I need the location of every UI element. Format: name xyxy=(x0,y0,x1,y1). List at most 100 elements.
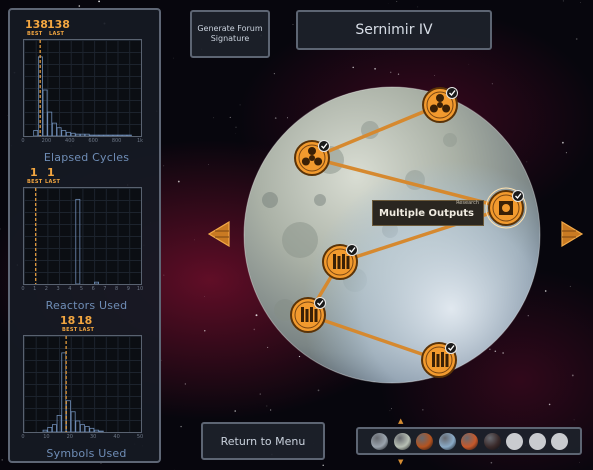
tick-label: 3 xyxy=(56,286,60,292)
checkmark-icon xyxy=(314,297,326,309)
path-line xyxy=(307,313,440,362)
tooltip-kicker: Research xyxy=(456,200,479,206)
histogram-bar xyxy=(122,134,128,136)
star xyxy=(259,393,261,395)
histogram-plot xyxy=(23,335,142,433)
planet-4-button[interactable] xyxy=(438,433,456,450)
previous-planet-arrow-icon[interactable] xyxy=(207,221,231,247)
histogram-bar xyxy=(84,426,90,432)
histogram-bar xyxy=(56,127,62,136)
star xyxy=(491,83,493,85)
histogram-title: Symbols Used xyxy=(46,447,127,460)
histogram-bar xyxy=(75,420,81,432)
star xyxy=(494,350,497,352)
star xyxy=(565,152,567,154)
planet-1-button[interactable] xyxy=(371,433,388,450)
histogram-bar xyxy=(98,430,104,432)
star xyxy=(527,315,529,317)
last-value: 1 xyxy=(47,166,55,179)
star xyxy=(204,296,205,297)
star xyxy=(163,165,165,167)
next-planet-arrow-icon[interactable] xyxy=(560,221,584,247)
histogram-bar xyxy=(75,198,81,284)
star xyxy=(273,73,275,75)
tick-label: 10 xyxy=(136,286,144,292)
generate-forum-signature-button[interactable]: Generate Forum Signature xyxy=(190,10,270,58)
tick-label: 30 xyxy=(90,434,97,440)
histogram-bar xyxy=(66,400,71,432)
star xyxy=(208,164,209,165)
level-node-upper-left[interactable] xyxy=(294,140,330,176)
star xyxy=(317,389,320,392)
best-label: BEST xyxy=(62,327,78,333)
histogram-bar xyxy=(98,134,104,136)
best-value: 18 xyxy=(60,314,76,327)
star xyxy=(578,461,580,463)
histogram-title: Reactors Used xyxy=(45,299,128,312)
histogram-bar xyxy=(108,134,114,136)
planet-2-button[interactable] xyxy=(393,433,411,450)
level-node-bottom-right[interactable] xyxy=(421,342,457,378)
planet-9-button[interactable] xyxy=(551,433,568,450)
last-label: LAST xyxy=(49,31,65,37)
star xyxy=(468,63,470,65)
star xyxy=(389,71,392,74)
star xyxy=(266,405,268,407)
star xyxy=(397,73,400,75)
best-label: BEST xyxy=(27,31,43,37)
checkmark-icon xyxy=(512,190,524,202)
star xyxy=(269,409,272,411)
level-node-mid-left[interactable] xyxy=(322,244,358,280)
tick-label: 0 xyxy=(21,434,25,440)
histogram-bar xyxy=(61,130,67,136)
chevron-up-icon[interactable]: ▲ xyxy=(398,417,404,425)
star xyxy=(352,66,354,69)
level-node-top[interactable] xyxy=(422,87,458,123)
star xyxy=(322,464,324,467)
star xyxy=(234,410,236,412)
star xyxy=(173,57,174,59)
histogram-bar xyxy=(61,352,67,432)
star xyxy=(298,355,301,358)
planet-8-button[interactable] xyxy=(528,433,546,450)
star xyxy=(255,314,258,317)
star xyxy=(573,419,575,421)
histogram-bar xyxy=(80,133,85,136)
star xyxy=(0,228,1,230)
star xyxy=(98,0,100,3)
tick-label: 400 xyxy=(65,138,75,144)
star xyxy=(1,459,3,461)
histogram-chart xyxy=(42,336,104,432)
histogram-plot xyxy=(23,187,142,285)
star xyxy=(417,6,419,8)
star xyxy=(502,352,504,354)
planet-6-button[interactable] xyxy=(483,433,501,450)
planet-5-button[interactable] xyxy=(461,433,478,450)
star xyxy=(213,117,215,119)
checkmark-icon xyxy=(346,244,358,256)
tower-icon xyxy=(432,352,449,367)
planet-3-button[interactable] xyxy=(416,433,433,450)
chevron-down-icon[interactable]: ▼ xyxy=(398,458,404,466)
level-node-lower-left[interactable] xyxy=(290,297,326,333)
return-to-menu-button[interactable]: Return to Menu xyxy=(201,422,325,460)
star xyxy=(163,274,165,276)
checkmark-icon xyxy=(318,140,330,152)
tower-icon xyxy=(333,254,350,269)
star xyxy=(267,346,269,348)
tick-label: 8 xyxy=(115,286,119,292)
star xyxy=(422,409,424,411)
level-node-research[interactable] xyxy=(485,187,527,229)
planet-7-button[interactable] xyxy=(506,433,523,450)
histogram-bar xyxy=(47,111,53,136)
histogram-bar xyxy=(94,281,99,284)
tick-label: 10 xyxy=(43,434,50,440)
histogram-bar xyxy=(89,427,95,432)
tick-label: 50 xyxy=(136,434,144,440)
star xyxy=(544,290,547,292)
histogram-bar xyxy=(56,415,62,432)
star xyxy=(292,24,294,25)
tick-label: 4 xyxy=(68,286,72,292)
